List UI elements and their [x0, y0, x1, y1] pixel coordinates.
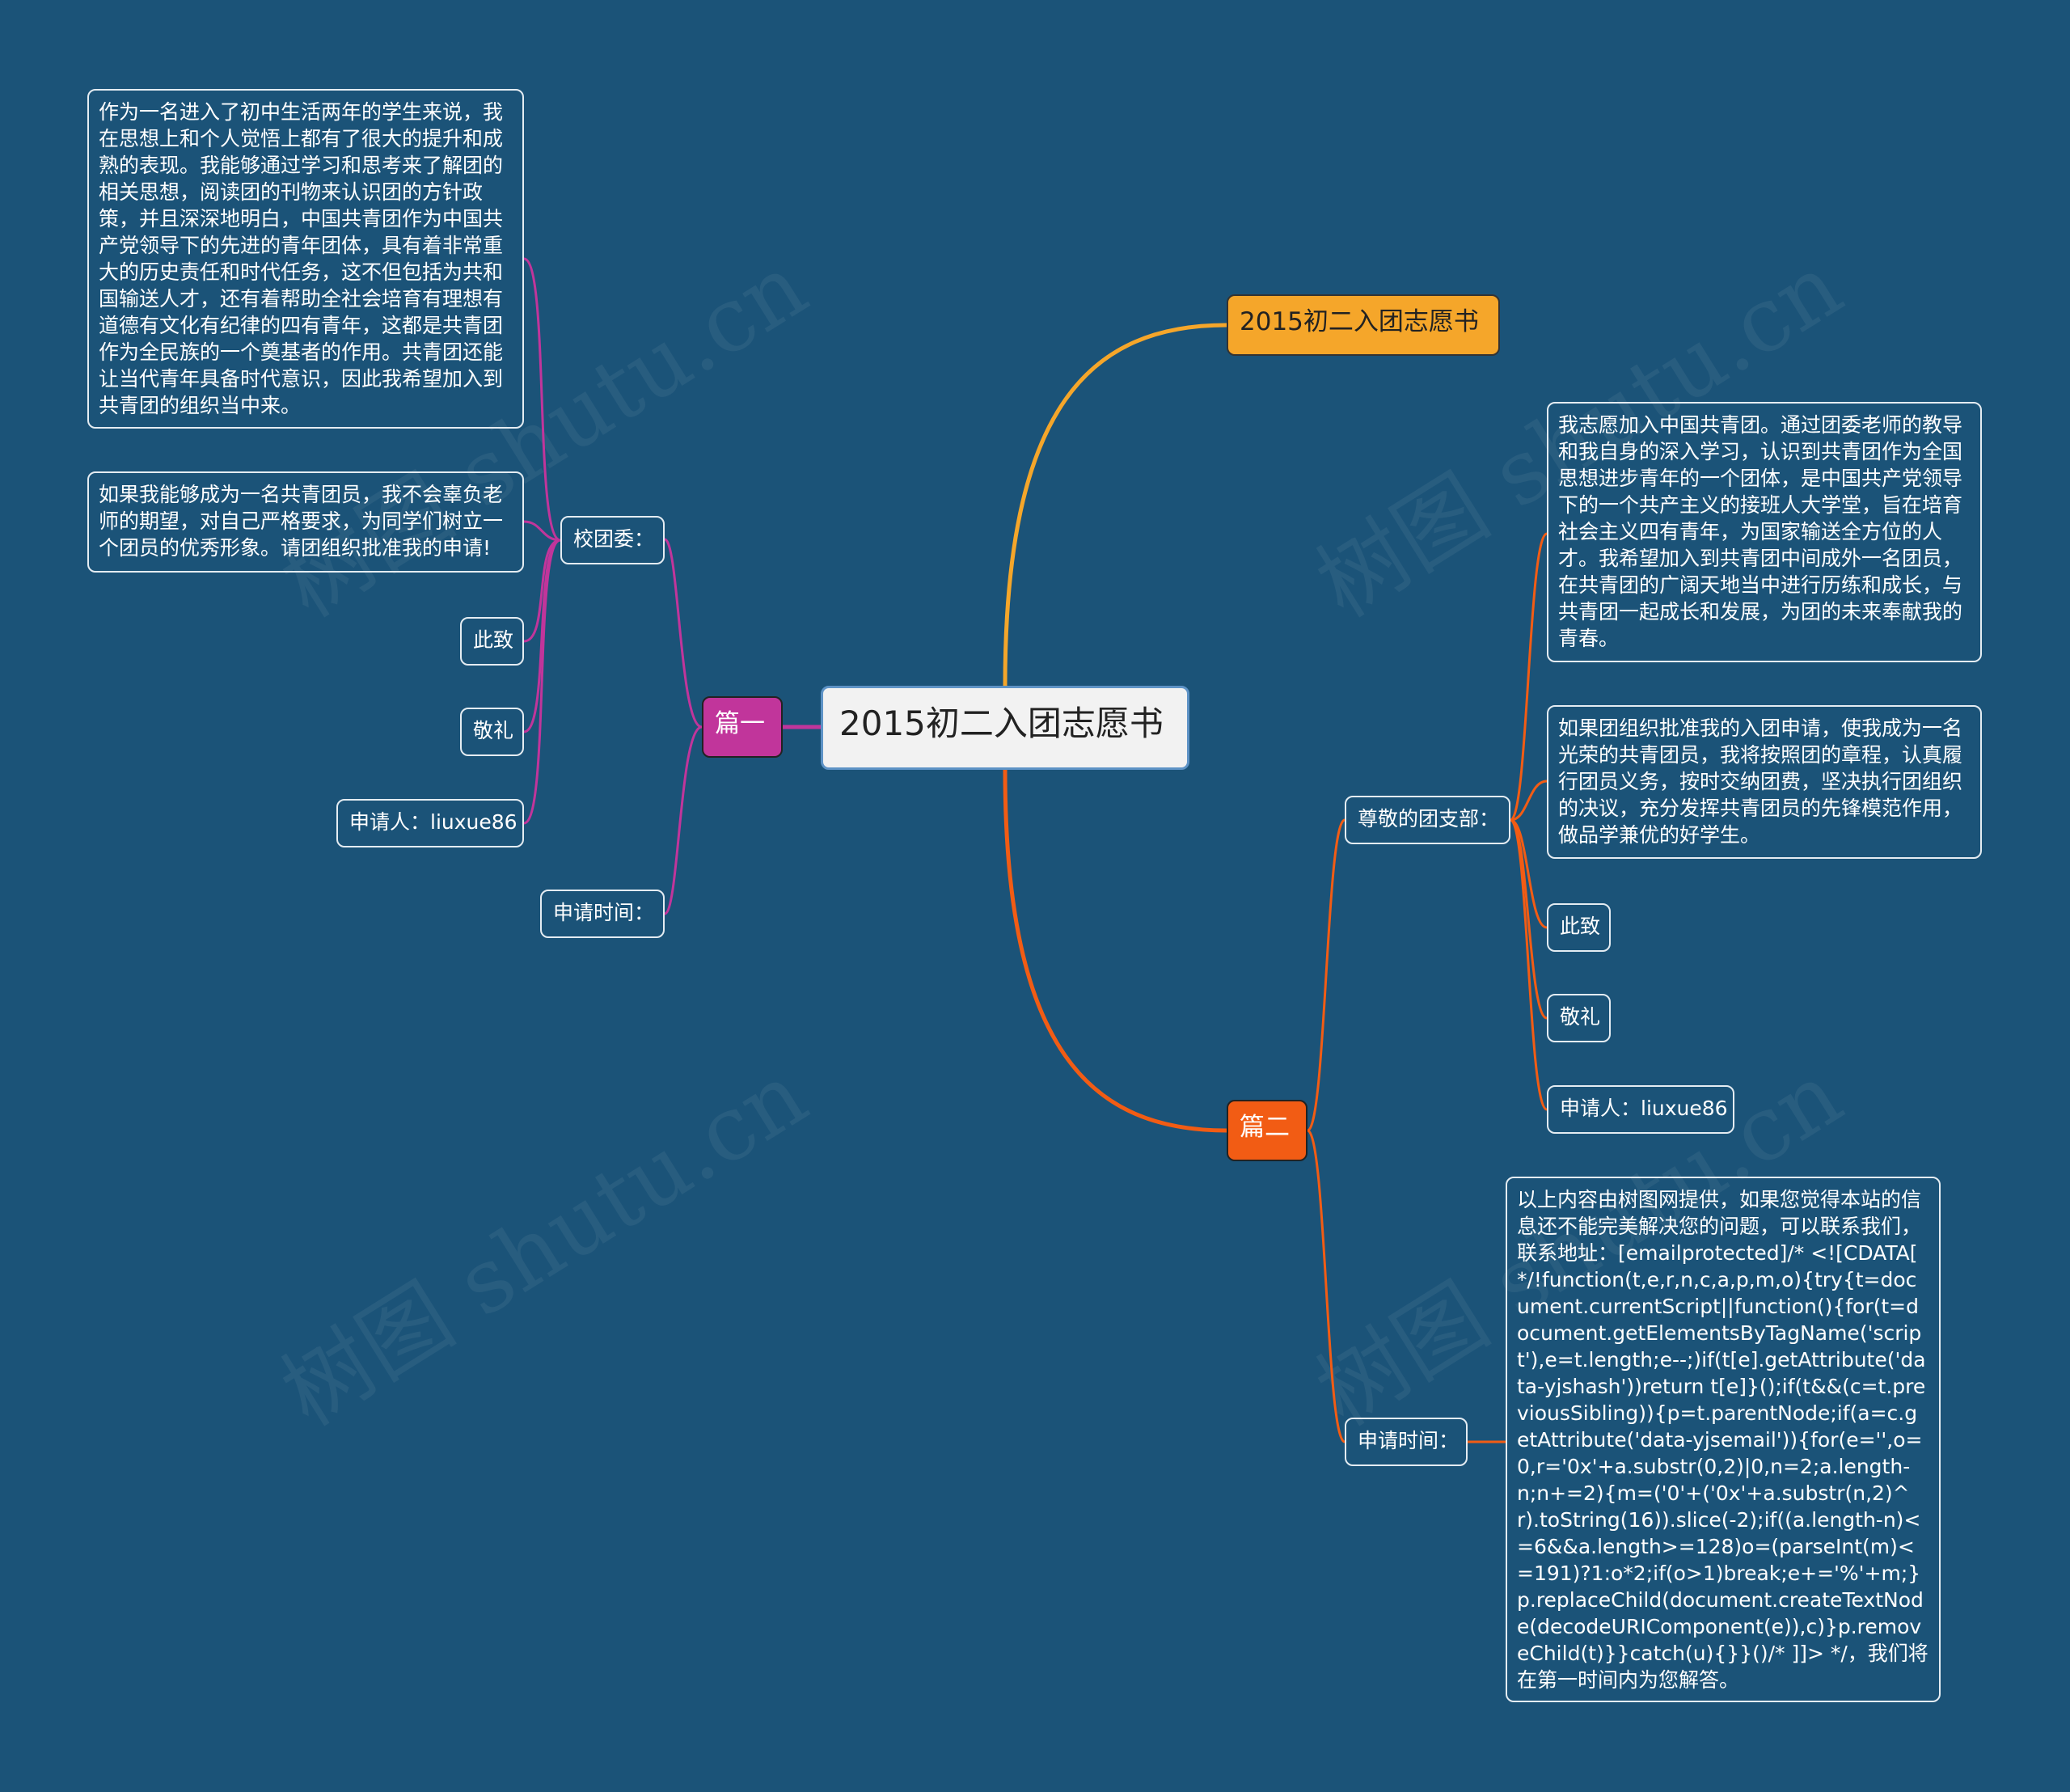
link-school-text1 — [522, 257, 562, 542]
link-dept-applicant — [1509, 818, 1548, 1111]
link-dept-closing2 — [1509, 818, 1548, 1020]
p2-text1: 我志愿加入中国共青团。通过团委老师的教导和我自身的深入学习，认识到共青团作为全国… — [1547, 402, 1982, 662]
p2-applicant: 申请人：liuxue86 — [1547, 1085, 1734, 1134]
link-p1-school — [663, 538, 703, 729]
p2-time-node[interactable]: 申请时间： — [1345, 1418, 1468, 1466]
link-p2-dept — [1306, 818, 1346, 1132]
p2-dept-node[interactable]: 尊敬的团支部： — [1345, 796, 1510, 844]
link-school-closing2 — [522, 539, 562, 733]
link-school-closing1 — [522, 539, 562, 643]
link-school-text2 — [522, 520, 562, 542]
link-p2-time — [1306, 1129, 1346, 1443]
branch-title[interactable]: 2015初二入团志愿书 — [1227, 294, 1500, 356]
p2-closing1: 此致 — [1547, 903, 1611, 952]
p2-text2: 如果团组织批准我的入团申请，使我成为一名光荣的共青团员，我将按照团的章程，认真履… — [1547, 705, 1982, 859]
p1-applicant: 申请人：liuxue86 — [336, 799, 524, 847]
link-dept-text2 — [1509, 780, 1548, 822]
link-school-applicant — [522, 539, 562, 825]
p2-time-text: 以上内容由树图网提供，如果您觉得本站的信息还不能完美解决您的问题，可以联系我们，… — [1506, 1177, 1941, 1702]
p1-closing2: 敬礼 — [460, 708, 524, 756]
p1-text1: 作为一名进入了初中生活两年的学生来说，我在思想上和个人觉悟上都有了很大的提升和成… — [87, 89, 524, 429]
branch-p1[interactable]: 篇一 — [702, 696, 783, 758]
branch-p2[interactable]: 篇二 — [1227, 1100, 1307, 1161]
p1-closing1: 此致 — [460, 617, 524, 666]
root-topic[interactable]: 2015初二入团志愿书 — [821, 686, 1189, 770]
p2-closing2: 敬礼 — [1547, 994, 1611, 1042]
p1-school-node[interactable]: 校团委： — [560, 516, 665, 564]
link-dept-closing1 — [1509, 818, 1548, 929]
link-dept-text1 — [1509, 532, 1548, 822]
link-root-p2 — [1003, 767, 1229, 1133]
link-p1-time — [663, 725, 703, 915]
p1-text2: 如果我能够成为一名共青团员，我不会辜负老师的期望，对自己严格要求，为同学们树立一… — [87, 471, 524, 573]
link-root-title — [1003, 323, 1229, 688]
p1-time-node[interactable]: 申请时间： — [540, 890, 665, 938]
